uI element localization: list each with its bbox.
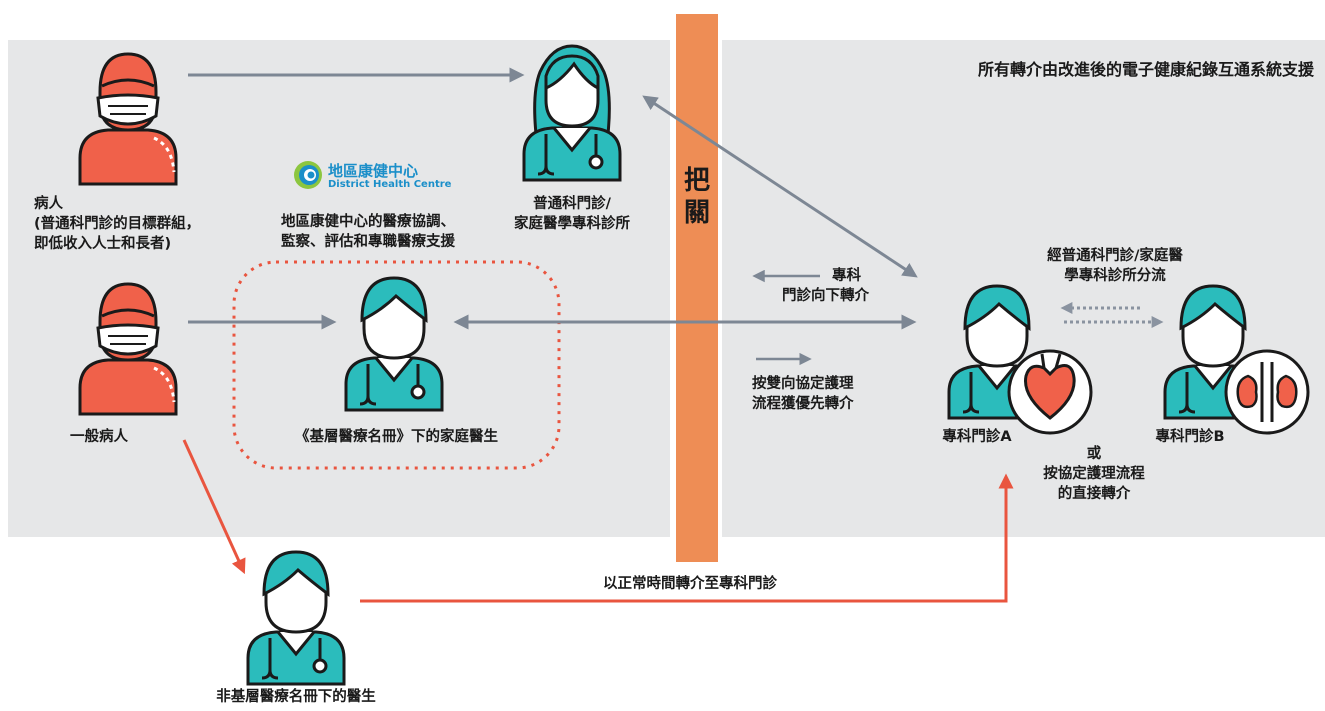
dhc-logo-subtitle: District Health Centre bbox=[328, 179, 452, 190]
legend-priority-label: 按雙向協定護理 流程獲優先轉介 bbox=[752, 376, 854, 412]
legend-down-referral-label: 專科 門診向下轉介 bbox=[782, 268, 869, 304]
heart-icon bbox=[1007, 349, 1093, 435]
normal-referral-label: 以正常時間轉介至專科門診 bbox=[603, 576, 777, 592]
sopc-a-label: 專科門診A bbox=[942, 429, 1012, 445]
doctor-icon bbox=[344, 276, 444, 412]
non-register-doctor-label: 非基層醫療名冊下的醫生 bbox=[216, 689, 376, 705]
dhc-logo-icon bbox=[294, 161, 322, 189]
non-register-to-sopc-arrow bbox=[360, 473, 1014, 603]
patient-to-non-register-arrow bbox=[182, 439, 246, 575]
patient-masked-icon bbox=[78, 52, 178, 186]
patient-masked-icon bbox=[78, 282, 178, 416]
system-support-header: 所有轉介由改進後的電子健康紀錄互通系統支援 bbox=[977, 60, 1314, 79]
direct-referral-note: 或 按協定護理流程 的直接轉介 bbox=[1043, 446, 1145, 502]
kidney-icon bbox=[1224, 349, 1310, 435]
patient-target-label: 病人 (普通科門診的目標群組， 即低收入人士和長者) bbox=[34, 196, 201, 252]
gopc-sopc-arrow bbox=[642, 95, 918, 278]
sopc-b-label: 專科門診B bbox=[1155, 429, 1225, 445]
family-doctor-label: 《基層醫療名冊》下的家庭醫生 bbox=[295, 429, 498, 445]
gopc-label: 普通科門診/ 家庭醫學專科診所 bbox=[514, 196, 630, 232]
dhc-description: 地區康健中心的醫療協調、 監察、評估和專職醫療支援 bbox=[281, 214, 455, 250]
triage-note: 經普通科門診/家庭醫 學專科診所分流 bbox=[1047, 248, 1183, 284]
general-patient-label: 一般病人 bbox=[70, 429, 128, 445]
doctor-icon bbox=[246, 550, 346, 686]
dhc-logo-title: 地區康健中心 bbox=[328, 162, 419, 180]
doctor-icon bbox=[522, 44, 622, 182]
